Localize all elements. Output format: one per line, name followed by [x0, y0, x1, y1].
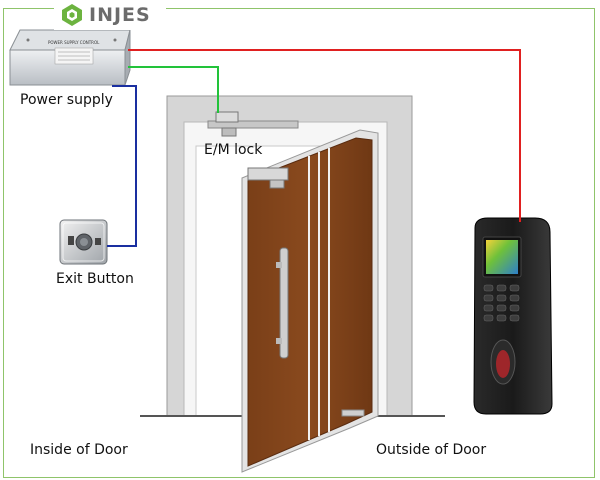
power-supply-unit: POWER SUPPLY CONTROL	[9, 29, 131, 86]
em-lock-label: E/M lock	[204, 142, 263, 158]
exit-button-device	[59, 219, 108, 265]
wire-power-to-exit-button	[107, 85, 137, 247]
brand-name: INJES	[89, 4, 151, 26]
outside-door-label: Outside of Door	[376, 442, 487, 458]
brand-logo: INJES	[54, 0, 166, 30]
wires	[107, 49, 521, 247]
power-supply-panel-text: POWER SUPPLY CONTROL	[48, 40, 100, 45]
diagram-border	[3, 8, 595, 478]
exit-button-label: Exit Button	[56, 271, 134, 287]
wire-power-to-terminal	[128, 49, 521, 222]
terminal-keypad	[483, 284, 520, 322]
power-supply-label: Power supply	[20, 92, 113, 108]
door-leaf	[241, 129, 379, 473]
em-lock	[207, 111, 299, 137]
inside-door-label: Inside of Door	[30, 442, 128, 458]
wire-power-to-lock	[128, 66, 219, 113]
access-terminal	[473, 217, 553, 415]
brand-logo-icon	[62, 4, 82, 26]
